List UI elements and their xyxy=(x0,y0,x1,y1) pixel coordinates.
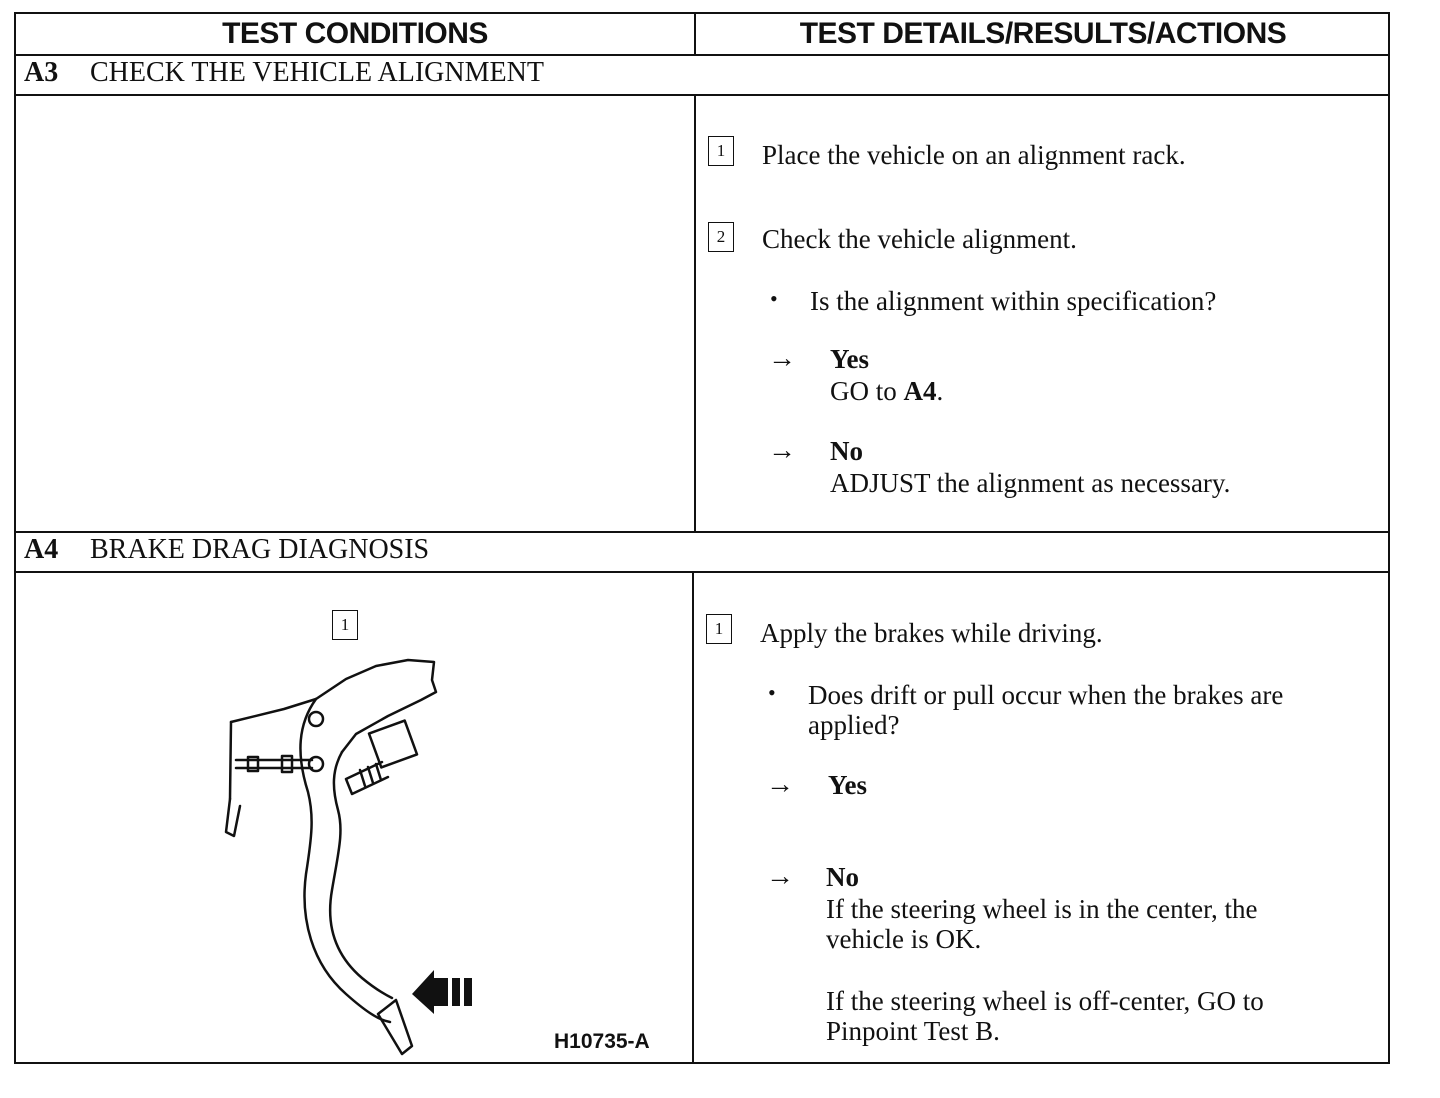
divider xyxy=(16,54,1388,56)
divider xyxy=(694,14,696,54)
arrow-right-icon: → xyxy=(766,769,794,800)
no-label: No xyxy=(830,436,863,466)
figure-step-box: 1 xyxy=(332,610,358,640)
yes-label: Yes xyxy=(830,344,869,374)
no-action-line: Pinpoint Test B. xyxy=(826,1016,1000,1046)
step-text: Apply the brakes while driving. xyxy=(760,618,1103,648)
arrow-right-icon: → xyxy=(766,861,794,892)
step-text: Place the vehicle on an alignment rack. xyxy=(762,140,1186,170)
question-text: Is the alignment within specification? xyxy=(810,286,1217,316)
bullet-icon: • xyxy=(768,680,776,705)
divider xyxy=(16,531,1388,533)
question-text-line2: applied? xyxy=(808,710,900,740)
header-test-details: TEST DETAILS/RESULTS/ACTIONS xyxy=(799,17,1287,50)
divider xyxy=(16,571,1388,573)
no-label: No xyxy=(826,862,859,892)
section-code: A4 xyxy=(24,534,59,565)
yes-label: Yes xyxy=(828,770,867,800)
section-code: A3 xyxy=(24,57,59,88)
section-title: BRAKE DRAG DIAGNOSIS xyxy=(90,534,430,565)
arrow-right-icon: → xyxy=(768,343,796,374)
no-action-line: vehicle is OK. xyxy=(826,924,982,954)
no-action: ADJUST the alignment as necessary. xyxy=(830,468,1231,498)
question-text-line1: Does drift or pull occur when the brakes… xyxy=(808,680,1284,710)
divider xyxy=(16,94,1388,96)
step-number-box: 1 xyxy=(706,614,732,644)
brake-pedal-illustration xyxy=(224,658,472,1056)
step-number-box: 1 xyxy=(708,136,734,166)
divider xyxy=(694,94,696,531)
arrow-right-icon: → xyxy=(768,435,796,466)
test-table: TEST CONDITIONS TEST DETAILS/RESULTS/ACT… xyxy=(14,12,1390,1064)
no-action-line: If the steering wheel is in the center, … xyxy=(826,894,1258,924)
section-title: CHECK THE VEHICLE ALIGNMENT xyxy=(90,57,544,88)
yes-action: GO to A4. xyxy=(830,376,944,406)
section-a4-title: A4 BRAKE DRAG DIAGNOSIS xyxy=(24,531,429,569)
force-arrow-icon xyxy=(412,970,472,1014)
no-action-line: If the steering wheel is off-center, GO … xyxy=(826,986,1264,1016)
section-a3-title: A3 CHECK THE VEHICLE ALIGNMENT xyxy=(24,54,544,92)
step-text: Check the vehicle alignment. xyxy=(762,224,1077,254)
header-test-conditions: TEST CONDITIONS xyxy=(222,17,488,50)
bullet-icon: • xyxy=(770,286,778,311)
figure-id: H10735-A xyxy=(554,1030,650,1053)
divider xyxy=(692,571,694,1064)
step-number-box: 2 xyxy=(708,222,734,252)
